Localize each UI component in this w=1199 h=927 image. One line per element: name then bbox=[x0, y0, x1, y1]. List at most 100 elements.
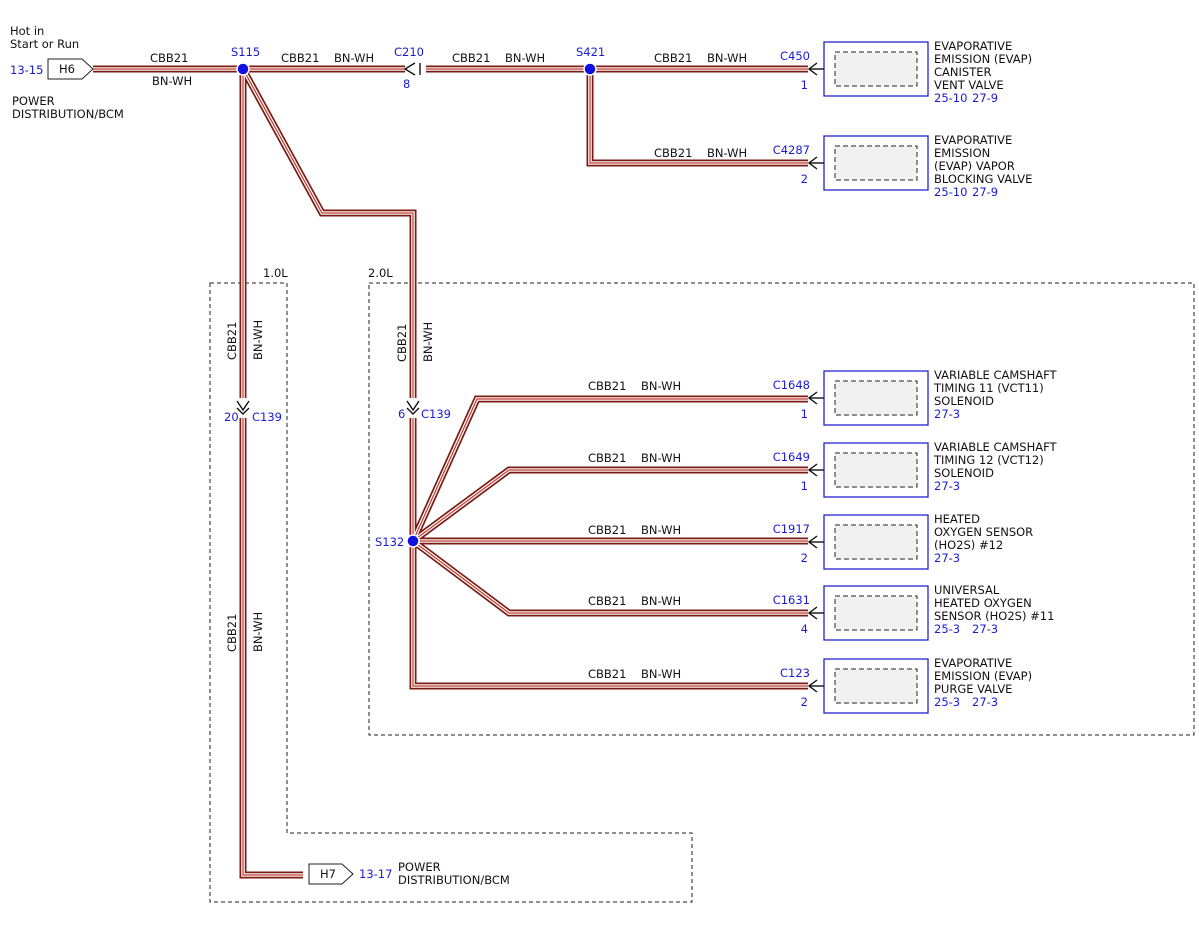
wire-circuit-label: CBB21 bbox=[588, 523, 626, 537]
wire-labels: CBB21 BN-WH CBB21 BN-WH CBB21 BN-WH CBB2… bbox=[150, 51, 747, 652]
wire-segment bbox=[589, 69, 808, 164]
h7-tag-label: H7 bbox=[320, 867, 336, 881]
wire-segment bbox=[242, 418, 303, 876]
component-ref-link[interactable]: 25-10 bbox=[934, 185, 967, 199]
component-connector-label[interactable]: C123 bbox=[780, 666, 810, 680]
component-connector-label[interactable]: C4287 bbox=[773, 143, 810, 157]
wire-circuit-label: CBB21 bbox=[225, 614, 239, 652]
dest-desc-line1: POWER bbox=[398, 860, 441, 874]
component-inner-box bbox=[834, 51, 918, 87]
inline-connector-c210: C210 8 bbox=[394, 45, 424, 91]
component-connector-label[interactable]: C1649 bbox=[773, 450, 810, 464]
component-ref-link[interactable]: 27-3 bbox=[934, 479, 960, 493]
component-name-line: OXYGEN SENSOR bbox=[934, 525, 1033, 539]
wire-color-label: BN-WH bbox=[707, 146, 747, 160]
wire-color-label: BN-WH bbox=[505, 51, 545, 65]
c210-label[interactable]: C210 bbox=[394, 45, 424, 59]
component-ref-link[interactable]: 27-9 bbox=[972, 185, 998, 199]
c139-label[interactable]: C139 bbox=[252, 410, 282, 424]
dest-ref[interactable]: 13-17 bbox=[359, 867, 392, 881]
wire-segment bbox=[412, 398, 808, 542]
h6-tag-label: H6 bbox=[59, 62, 75, 76]
wire-circuit-label: CBB21 bbox=[588, 594, 626, 608]
component-name-line: TIMING 11 (VCT11) bbox=[933, 381, 1044, 395]
component-inner-box bbox=[834, 145, 918, 181]
wire-circuit-label: CBB21 bbox=[395, 324, 409, 362]
component-name-line: VENT VALVE bbox=[934, 78, 1004, 92]
component-pin-label: 4 bbox=[801, 622, 808, 636]
component-name-line: BLOCKING VALVE bbox=[934, 172, 1032, 186]
component-name-line: EMISSION (EVAP) bbox=[934, 669, 1032, 683]
splice-s132-label[interactable]: S132 bbox=[375, 535, 404, 549]
component-name-line: SENSOR (HO2S) #11 bbox=[934, 609, 1054, 623]
component-ref-link[interactable]: 25-3 bbox=[934, 622, 960, 636]
wire-segment bbox=[242, 68, 414, 398]
component-connector-label[interactable]: C1631 bbox=[773, 593, 810, 607]
component-connector-label[interactable]: C1917 bbox=[773, 522, 810, 536]
c210-arrow-icon bbox=[403, 62, 416, 76]
wire-circuit-label: CBB21 bbox=[150, 51, 188, 65]
component-connector-label[interactable]: C1648 bbox=[773, 378, 810, 392]
component-ref-link[interactable]: 27-3 bbox=[972, 695, 998, 709]
splice-s421-label[interactable]: S421 bbox=[576, 45, 605, 59]
component-name-line: (EVAP) VAPOR bbox=[934, 159, 1015, 173]
splices: S115 S421 S132 bbox=[231, 45, 605, 549]
wire-color-label: BN-WH bbox=[421, 322, 435, 362]
component-name-line: CANISTER bbox=[934, 65, 991, 79]
component-name-line: VARIABLE CAMSHAFT bbox=[934, 368, 1058, 382]
component-inner-box bbox=[834, 452, 918, 488]
component-name-line: EMISSION (EVAP) bbox=[934, 52, 1032, 66]
wire-circuit-label: CBB21 bbox=[452, 51, 490, 65]
component-pin-label: 2 bbox=[801, 551, 808, 565]
source-desc-line2: DISTRIBUTION/BCM bbox=[12, 107, 124, 121]
c139-pin: 20 bbox=[224, 410, 239, 424]
component-pin-label: 1 bbox=[801, 407, 808, 421]
component-connector-label[interactable]: C450 bbox=[780, 49, 810, 63]
wire-color-label: BN-WH bbox=[641, 594, 681, 608]
wire-color-label: BN-WH bbox=[707, 51, 747, 65]
component-ref-link[interactable]: 27-9 bbox=[972, 91, 998, 105]
component-ref-link[interactable]: 27-3 bbox=[972, 622, 998, 636]
c139-arrow-icon bbox=[406, 400, 420, 412]
component-pin-label: 2 bbox=[801, 172, 808, 186]
wire-circuit-label: CBB21 bbox=[588, 379, 626, 393]
component-name-line: HEATED OXYGEN bbox=[934, 596, 1032, 610]
c139-arrow-icon bbox=[236, 400, 250, 412]
wire-circuit-label: CBB21 bbox=[654, 51, 692, 65]
c210-pin: 8 bbox=[403, 77, 410, 91]
component-name-line: (HO2S) #12 bbox=[934, 538, 1003, 552]
source-ref[interactable]: 13-15 bbox=[10, 63, 43, 77]
c139-pin: 6 bbox=[398, 407, 405, 421]
power-destination: H7 13-17 POWER DISTRIBUTION/BCM bbox=[308, 860, 510, 887]
component-ref-link[interactable]: 27-3 bbox=[934, 407, 960, 421]
component-ref-link[interactable]: 27-3 bbox=[934, 551, 960, 565]
wire-harness bbox=[93, 65, 808, 879]
component-pin-label: 2 bbox=[801, 695, 808, 709]
component-name-line: HEATED bbox=[934, 512, 980, 526]
inline-connector-c139-a: 20 C139 bbox=[224, 400, 282, 424]
component-ref-link[interactable]: 25-10 bbox=[934, 91, 967, 105]
component-name-line: EVAPORATIVE bbox=[934, 39, 1012, 53]
engine-2-0l-label: 2.0L bbox=[368, 266, 393, 280]
component-name-line: EVAPORATIVE bbox=[934, 656, 1012, 670]
power-source: Hot in Start or Run 13-15 H6 POWER DISTR… bbox=[10, 24, 124, 121]
component-name-line: EVAPORATIVE bbox=[934, 133, 1012, 147]
c139-label[interactable]: C139 bbox=[421, 407, 451, 421]
wire-color-label: BN-WH bbox=[641, 667, 681, 681]
wire-color-label: BN-WH bbox=[152, 74, 192, 88]
component-ref-link[interactable]: 25-3 bbox=[934, 695, 960, 709]
splice-s115-icon bbox=[236, 62, 250, 76]
splice-s115-label[interactable]: S115 bbox=[231, 45, 260, 59]
c139-fork-icon bbox=[236, 407, 250, 415]
component-name-line: EMISSION bbox=[934, 146, 990, 160]
wire-color-label: BN-WH bbox=[251, 320, 265, 360]
